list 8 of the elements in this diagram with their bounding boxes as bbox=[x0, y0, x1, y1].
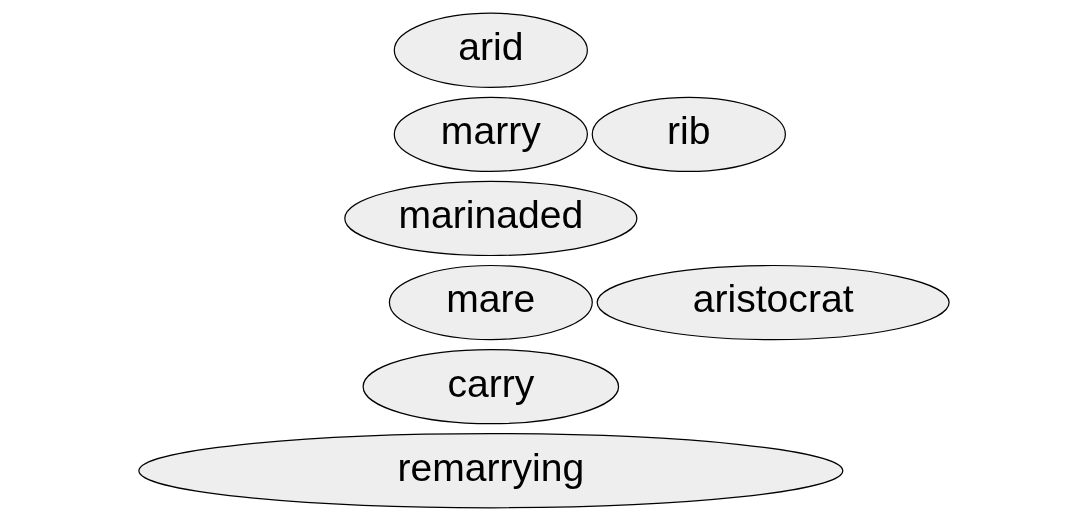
node-ellipse: arid bbox=[393, 12, 588, 88]
node-ellipse: mare bbox=[388, 264, 593, 341]
node-ellipse: marinaded bbox=[343, 180, 637, 257]
node-ellipse: marry bbox=[393, 96, 588, 172]
node-ellipse: rib bbox=[591, 96, 786, 172]
node-ellipse: carry bbox=[362, 348, 619, 425]
node-ellipse: aristocrat bbox=[596, 264, 950, 341]
node-ellipse: remarrying bbox=[137, 433, 843, 509]
